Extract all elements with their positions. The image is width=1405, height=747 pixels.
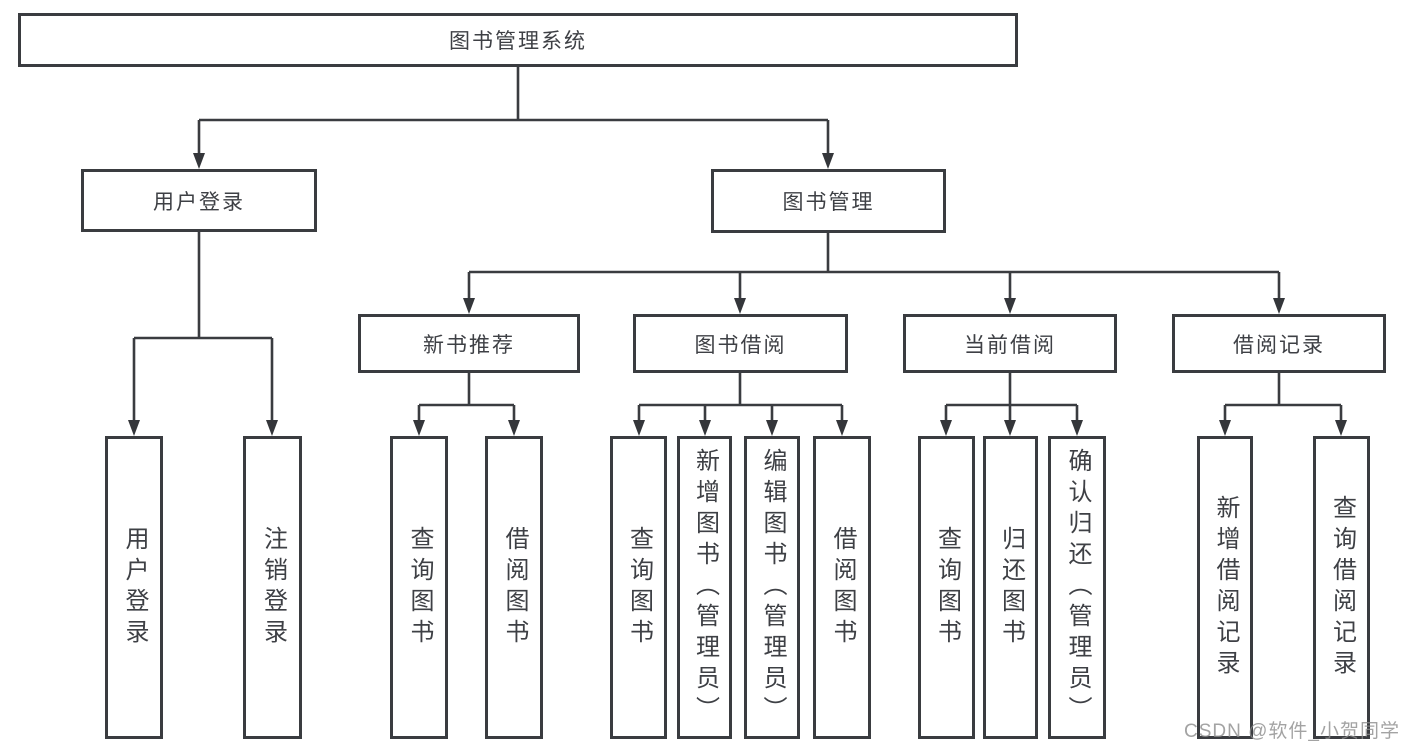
arrow-icon [1071,420,1083,436]
connector-borrowing-records-to-leaves [1223,373,1343,423]
connector-book-management-to-level3 [467,233,1281,302]
arrow-icon [633,420,645,436]
leaf-current-confirm-return-admin: 确认归还（管理员） [1048,436,1106,739]
leaf-borrowing-query-books-label: 查询图书 [625,525,653,650]
leaf-borrowing-borrow-books-label: 借阅图书 [829,525,856,650]
leaf-current-query-books: 查询图书 [918,436,975,739]
csdn-watermark: CSDN @软件_小贺同学 [1184,721,1400,742]
leaf-borrowing-add-books-admin: 新增图书（管理员） [677,436,732,739]
arrow-icon [766,420,778,436]
arrow-icon [699,420,711,436]
leaf-borrowing-borrow-books: 借阅图书 [813,436,871,739]
leaf-records-add-record: 新增借阅记录 [1197,436,1253,739]
arrow-icon [1219,420,1231,436]
leaf-logout-label: 注销登录 [259,525,287,650]
node-root-system: 图书管理系统 [18,13,1018,67]
connector-user-login-to-leaves [132,232,274,423]
arrow-icon [128,420,140,436]
arrow-icon [1004,420,1016,436]
leaf-records-query-record: 查询借阅记录 [1313,436,1370,739]
node-book-borrowing: 图书借阅 [633,314,848,373]
leaf-user-login-label: 用户登录 [121,525,148,650]
arrow-icon [463,298,475,314]
node-book-management: 图书管理 [711,169,946,233]
arrow-icon [822,153,834,169]
node-borrowing-records: 借阅记录 [1172,314,1386,373]
node-current-borrowing: 当前借阅 [903,314,1117,373]
arrow-icon [940,420,952,436]
arrow-icon [1273,298,1285,314]
arrow-icon [1335,420,1347,436]
leaf-newbook-query-books: 查询图书 [390,436,448,739]
arrow-icon [193,153,205,169]
leaf-user-login: 用户登录 [105,436,163,739]
leaf-records-add-record-label: 新增借阅记录 [1212,494,1239,681]
arrowheads [128,153,1347,436]
arrow-icon [413,420,425,436]
leaf-current-query-books-label: 查询图书 [933,525,961,650]
arrow-icon [734,298,746,314]
leaf-borrowing-query-books: 查询图书 [610,436,667,739]
node-user-login: 用户登录 [81,169,317,232]
connector-current-borrowing-to-leaves [944,373,1079,423]
node-new-book-recommend: 新书推荐 [358,314,580,373]
leaf-borrowing-add-books-admin-label: 新增图书（管理员） [691,448,719,727]
connector-new-book-to-leaves [417,373,516,423]
arrow-icon [1004,298,1016,314]
leaf-borrowing-edit-books-admin: 编辑图书（管理员） [744,436,800,739]
leaf-current-return-books-label: 归还图书 [997,525,1025,650]
leaf-logout: 注销登录 [243,436,302,739]
leaf-newbook-query-books-label: 查询图书 [406,525,433,650]
leaf-records-query-record-label: 查询借阅记录 [1328,494,1356,681]
connector-root-to-level2 [197,67,830,157]
arrow-icon [266,420,278,436]
leaf-borrowing-edit-books-admin-label: 编辑图书（管理员） [759,448,786,727]
leaf-newbook-borrow-books: 借阅图书 [485,436,543,739]
connector-book-borrowing-to-leaves [637,373,844,423]
arrow-icon [508,420,520,436]
leaf-newbook-borrow-books-label: 借阅图书 [501,525,528,650]
leaf-current-return-books: 归还图书 [983,436,1038,739]
leaf-current-confirm-return-admin-label: 确认归还（管理员） [1064,448,1091,727]
arrow-icon [836,420,848,436]
